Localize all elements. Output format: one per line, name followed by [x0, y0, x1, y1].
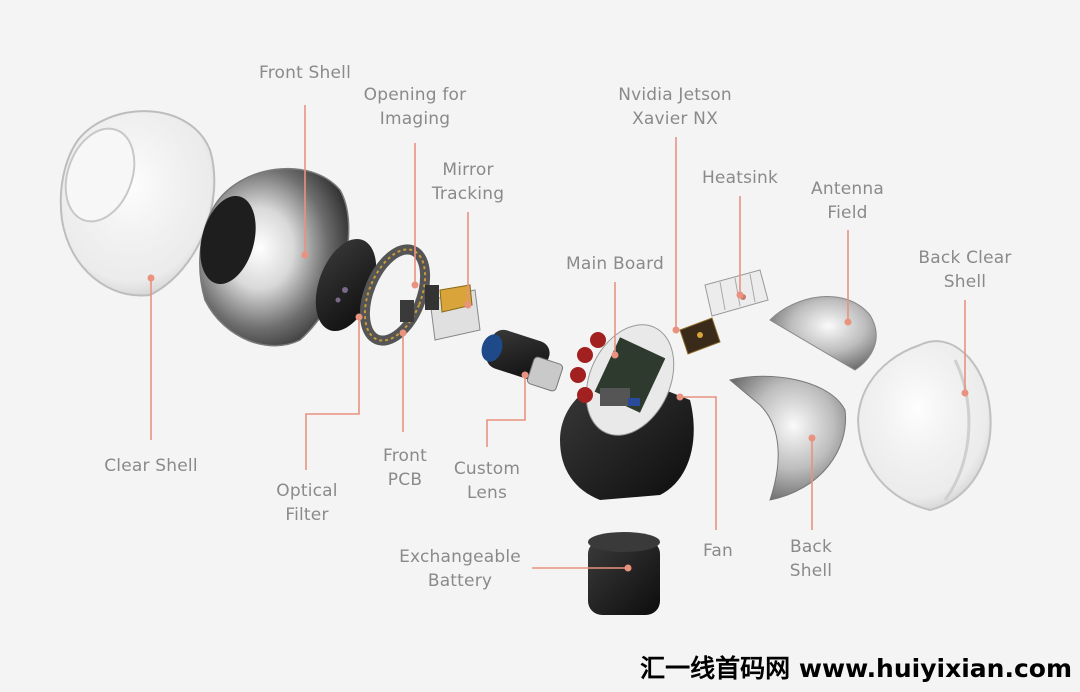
label-exchangeable-battery: Exchangeable Battery: [399, 547, 521, 591]
label-antenna-field: Antenna Field: [811, 179, 884, 223]
leader-fan: [680, 396, 717, 530]
heatsink-part: [704, 269, 769, 317]
clear-shell-part: [59, 110, 216, 297]
label-clear-shell: Clear Shell: [104, 456, 198, 476]
label-custom-lens: Custom Lens: [453, 459, 521, 503]
label-nvidia-jetson: Nvidia Jetson Xavier NX: [618, 85, 732, 129]
leader-optical-filter: [305, 317, 360, 470]
label-fan: Fan: [702, 541, 733, 561]
label-heatsink: Heatsink: [701, 168, 779, 188]
label-optical-filter: Optical Filter: [276, 481, 338, 525]
label-back-clear-shell: Back Clear Shell: [918, 248, 1012, 292]
exchangeable-battery-part: [588, 532, 660, 615]
label-front-pcb: Front PCB: [383, 446, 427, 490]
leader-custom-lens: [486, 375, 526, 447]
main-board-part: [560, 324, 694, 500]
back-shell-part: [728, 375, 847, 501]
back-clear-shell-part: [856, 340, 992, 512]
custom-lens-part: [481, 329, 564, 392]
label-opening-for-imaging: Opening for Imaging: [363, 85, 467, 129]
label-back-shell: Back Shell: [789, 537, 833, 581]
antenna-field-part: [769, 296, 877, 371]
front-pcb-part: [359, 244, 431, 346]
front-shell-part: [199, 167, 350, 347]
label-main-board: Main Board: [566, 254, 664, 274]
label-mirror-tracking: Mirror Tracking: [431, 160, 505, 204]
nvidia-jetson-part: [679, 317, 721, 355]
watermark: 汇一线首码网 www.huiyixian.com: [640, 654, 1072, 683]
leader-lines: [150, 105, 966, 569]
mirror-tracking-part: [425, 284, 481, 341]
label-front-shell: Front Shell: [258, 63, 352, 83]
leader-dots: [147, 251, 969, 572]
